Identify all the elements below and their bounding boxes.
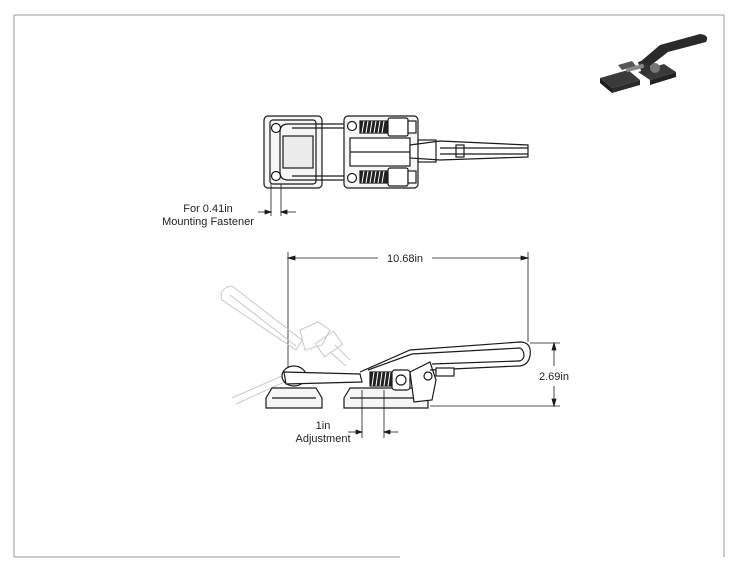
side-view <box>265 341 531 409</box>
adjustment-label-line2: Adjustment <box>295 433 350 445</box>
fastener-dimension <box>258 184 296 216</box>
fastener-label-line1: For 0.41in <box>183 203 233 215</box>
length-dimension <box>286 252 530 380</box>
top-view <box>263 115 529 189</box>
height-label: 2.69in <box>539 371 569 383</box>
fastener-label-line2: Mounting Fastener <box>162 216 254 228</box>
adjustment-dimension <box>348 390 398 438</box>
isometric-thumbnail <box>600 34 708 93</box>
length-label: 10.68in <box>387 253 423 265</box>
side-view-phantom <box>220 285 351 405</box>
height-dimension <box>430 341 560 408</box>
sheet-border <box>13 14 725 558</box>
adjustment-label-line1: 1in <box>316 420 331 432</box>
